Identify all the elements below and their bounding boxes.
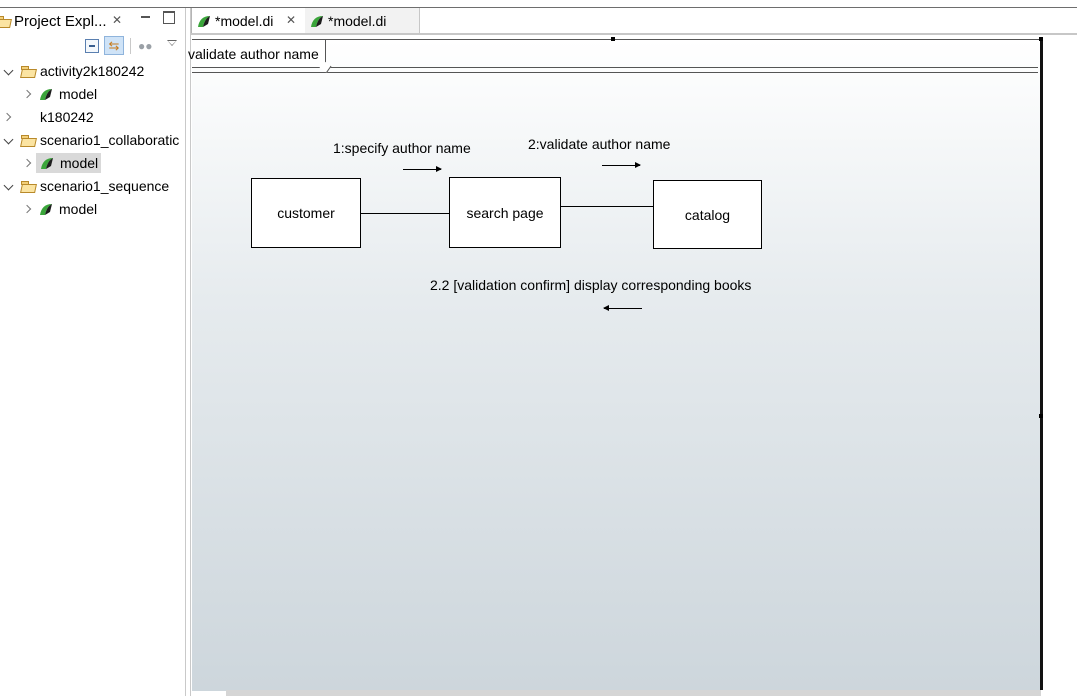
tab-model-di-active[interactable]: *model.di ✕	[191, 8, 306, 33]
project-explorer-tab[interactable]: Project Expl...	[0, 8, 128, 34]
tree-item-activity2k180242[interactable]: activity2k180242	[4, 60, 144, 82]
folder-icon	[21, 180, 36, 192]
model-icon	[41, 158, 53, 169]
resize-handle[interactable]	[1039, 37, 1043, 41]
collapse-icon[interactable]	[4, 112, 14, 122]
frame-right-border	[1040, 39, 1043, 690]
filter-icon[interactable]: ●●	[138, 39, 153, 53]
tab-label: *model.di	[328, 12, 387, 29]
tree-item-scenario1-sequence[interactable]: scenario1_sequence	[4, 175, 169, 197]
object-label: customer	[277, 205, 335, 221]
collapse-icon[interactable]	[24, 89, 34, 99]
tree-item-label: model	[59, 201, 98, 217]
tab-label: *model.di	[215, 12, 274, 29]
tree-item-scenario1-collaboration[interactable]: scenario1_collaboratic	[4, 129, 179, 151]
link-customer-search[interactable]	[360, 213, 450, 214]
message-label[interactable]: 2:validate author name	[528, 136, 671, 152]
lifeline-customer[interactable]: customer	[251, 178, 361, 248]
expand-icon[interactable]	[4, 135, 14, 145]
tree-item-model[interactable]: model	[24, 152, 102, 174]
message-arrow	[603, 305, 642, 311]
tree-item-model[interactable]: model	[24, 198, 97, 220]
tree-item-label: scenario1_sequence	[40, 178, 170, 194]
message-arrow	[602, 162, 641, 168]
model-icon	[311, 15, 323, 27]
interaction-frame-title[interactable]: validate author name	[188, 40, 326, 68]
model-icon	[40, 89, 52, 100]
frame-divider	[192, 72, 1038, 73]
diagram-editor: *model.di ✕ *model.di validate author na…	[188, 8, 1077, 696]
expand-icon[interactable]	[4, 181, 14, 191]
message-arrow	[403, 166, 442, 172]
tab-model-di[interactable]: *model.di	[305, 8, 420, 33]
lifeline-catalog[interactable]: catalog	[653, 180, 762, 249]
frame-divider	[192, 67, 1038, 68]
collapse-icon[interactable]	[24, 204, 34, 214]
toolbar-separator	[130, 38, 131, 54]
collapse-icon[interactable]	[24, 158, 34, 168]
model-icon	[198, 15, 210, 27]
selected-item[interactable]: model	[36, 153, 102, 173]
close-icon[interactable]: ✕	[112, 13, 123, 27]
close-icon[interactable]: ✕	[286, 13, 297, 27]
tree-item-model[interactable]: model	[24, 83, 97, 105]
link-with-editor-icon[interactable]: ⇆	[104, 36, 124, 55]
object-label: search page	[466, 204, 544, 221]
view-menu-icon[interactable]	[167, 40, 177, 46]
resize-handle[interactable]	[611, 37, 615, 41]
folder-icon	[21, 134, 36, 146]
explorer-toolbar: ⇆ ●●	[0, 36, 185, 58]
tree-item-label: model	[60, 155, 99, 171]
resize-handle[interactable]	[1039, 414, 1043, 418]
collapse-all-icon[interactable]	[85, 39, 99, 53]
frame-title-label: validate author name	[188, 45, 319, 62]
tree-item-label: scenario1_collaboratic	[40, 132, 180, 148]
expand-icon[interactable]	[4, 66, 14, 76]
minimize-icon[interactable]	[140, 12, 152, 24]
horizontal-scrollbar[interactable]	[226, 690, 1041, 696]
editor-tab-bar: *model.di ✕ *model.di	[191, 8, 1077, 35]
message-label[interactable]: 1:specify author name	[333, 140, 471, 156]
tree-item-k180242[interactable]: k180242	[4, 106, 94, 128]
view-splitter[interactable]	[185, 8, 191, 696]
project-explorer-title: Project Expl...	[14, 12, 107, 30]
tree-item-label: k180242	[40, 109, 94, 125]
link-search-catalog[interactable]	[560, 206, 654, 207]
lifeline-search-page[interactable]: search page	[449, 177, 561, 248]
diagram-canvas[interactable]: validate author name 1:specify author na…	[188, 39, 1041, 691]
object-label: catalog	[684, 206, 731, 223]
model-icon	[40, 204, 52, 215]
maximize-icon[interactable]	[163, 11, 175, 24]
project-explorer-view: Project Expl... ✕ ⇆ ●● activity2k180242 …	[0, 8, 185, 696]
window-top-border	[0, 0, 1077, 8]
tree-item-label: model	[59, 86, 98, 102]
folder-icon	[21, 65, 36, 77]
folder-icon	[0, 15, 11, 27]
message-label[interactable]: 2.2 [validation confirm] display corresp…	[430, 277, 752, 293]
tree-item-label: activity2k180242	[40, 63, 145, 79]
